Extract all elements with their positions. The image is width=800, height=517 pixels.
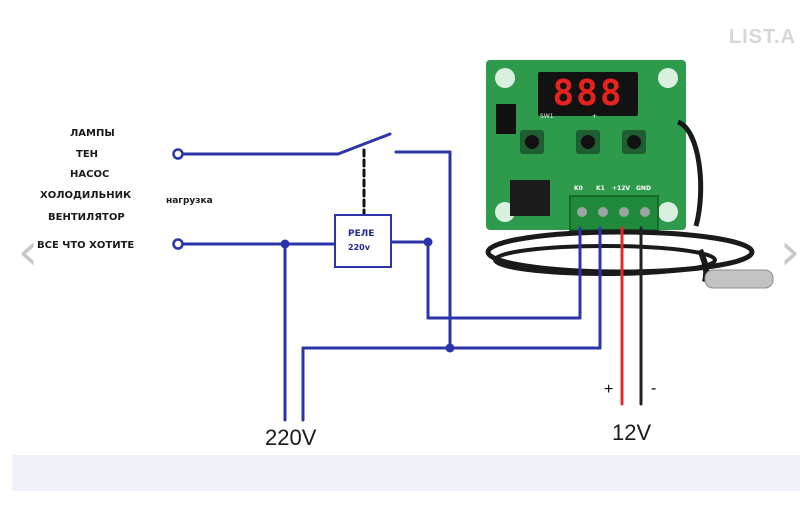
- next-image-button[interactable]: ›: [779, 222, 800, 282]
- relay-title: РЕЛЕ: [348, 229, 375, 239]
- load-label-pump: НАСОС: [70, 169, 110, 180]
- dc-voltage-label: 12V: [612, 420, 652, 445]
- pin-label-k1: K1: [596, 185, 605, 192]
- plus-label: +: [604, 381, 614, 398]
- pin-label-12v: +12V: [612, 185, 631, 192]
- terminals: [172, 148, 455, 353]
- board-label-plus: +: [592, 113, 598, 120]
- load-label-anything: ВСЕ ЧТО ХОТИТЕ: [37, 240, 135, 251]
- prev-image-button[interactable]: ‹: [17, 222, 39, 282]
- pin-label-k0: K0: [574, 185, 583, 192]
- load-label-fan: ВЕНТИЛЯТОР: [48, 212, 125, 223]
- wires: [178, 132, 643, 422]
- minus-label: -: [651, 380, 657, 397]
- load-caption: нагрузка: [166, 196, 213, 206]
- load-label-lamps: ЛАМПЫ: [70, 128, 115, 139]
- load-label-fridge: ХОЛОДИЛЬНИК: [40, 190, 132, 201]
- load-label-heater: ТЕН: [76, 149, 99, 160]
- relay-voltage: 220v: [348, 243, 370, 252]
- watermark-logo: LIST.A: [728, 26, 796, 48]
- ac-voltage-label: 220V: [265, 425, 317, 450]
- temperature-probe: [485, 119, 774, 289]
- board-label-sw1: SW1: [540, 113, 554, 120]
- pin-label-gnd: GND: [636, 185, 651, 192]
- relay-box: РЕЛЕ 220v: [334, 214, 392, 268]
- bottom-bar: [12, 455, 800, 491]
- temperature-display: 888: [538, 72, 638, 116]
